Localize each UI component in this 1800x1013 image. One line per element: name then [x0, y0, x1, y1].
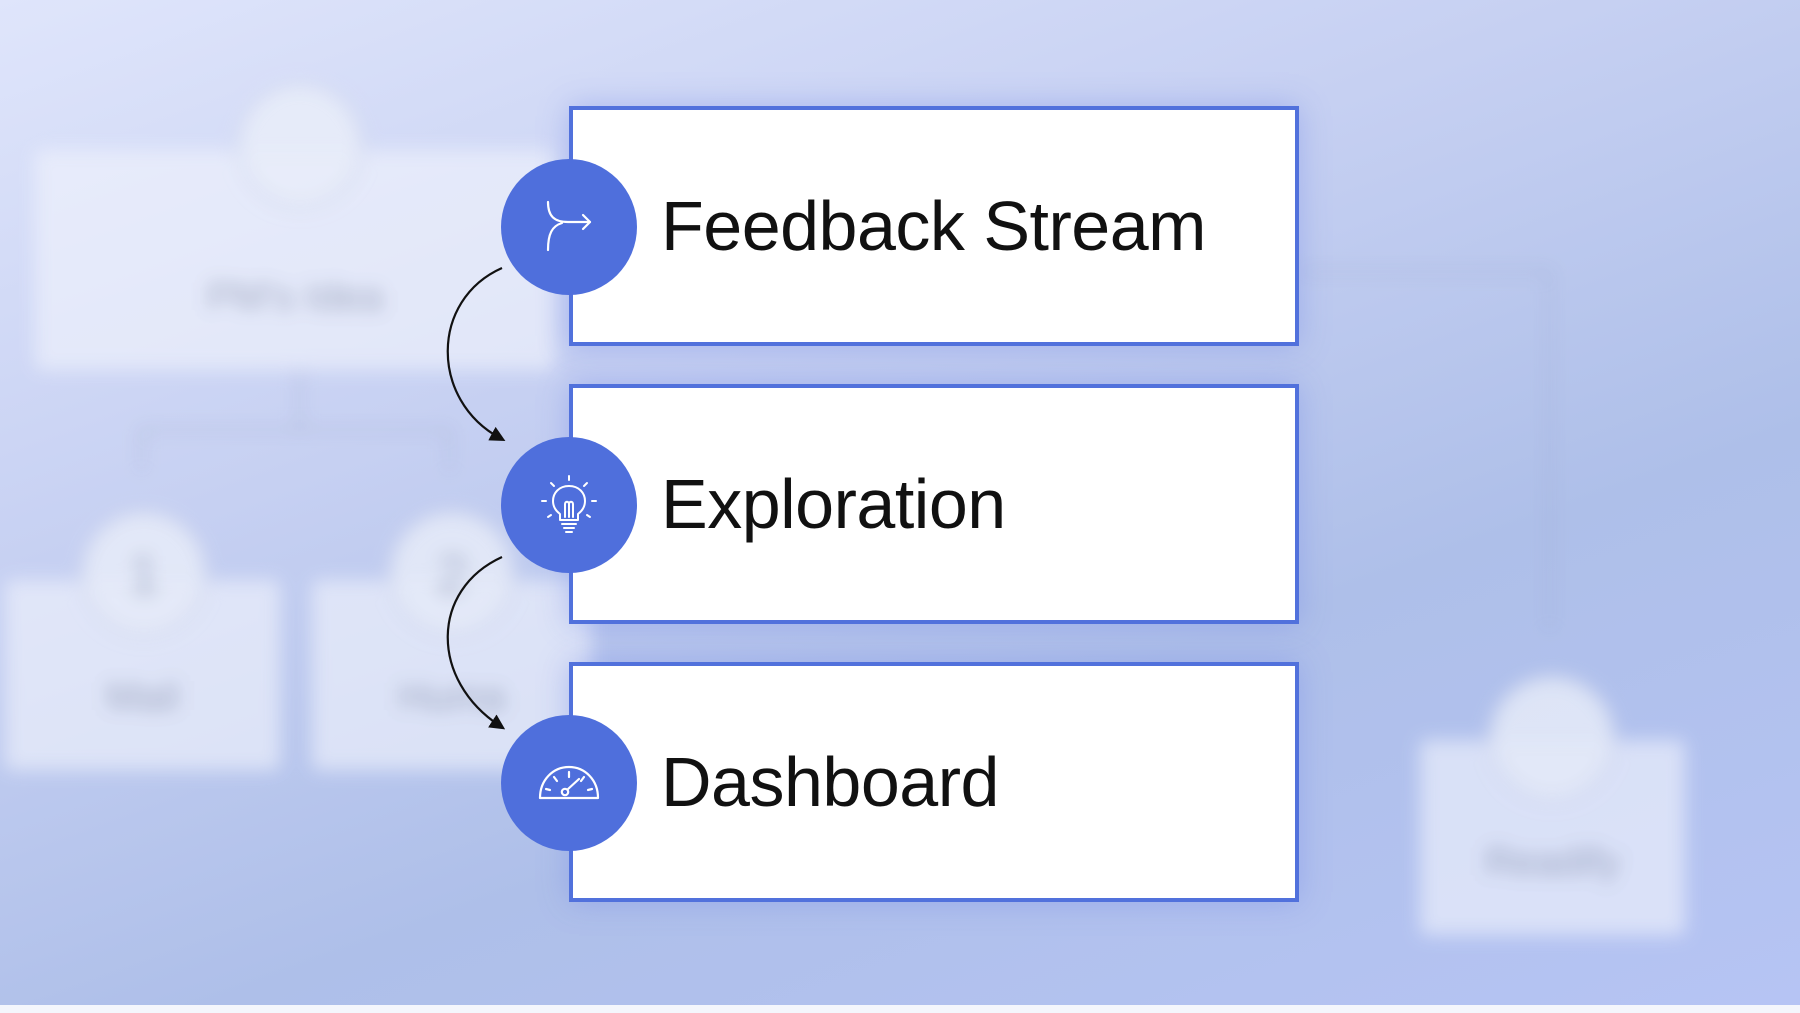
bg-circle-1-number: 1: [128, 542, 160, 606]
merge-arrow-icon: [501, 159, 637, 295]
bg-huma-label: Huma: [398, 675, 506, 719]
bottom-band: [0, 1005, 1800, 1013]
step-dashboard[interactable]: Dashboard: [569, 662, 1299, 902]
bg-readify-circle: [1488, 675, 1616, 803]
step-label: Exploration: [661, 465, 1006, 543]
bg-connector: [140, 428, 450, 431]
bg-circle-2-number: 2: [436, 542, 468, 606]
bg-idea-label: PM's Idea: [206, 275, 384, 319]
step-label: Feedback Stream: [661, 187, 1206, 265]
step-label: Dashboard: [661, 743, 999, 821]
bg-readify-label: Readify: [1484, 840, 1621, 884]
bg-connector: [448, 428, 451, 473]
step-exploration[interactable]: Exploration: [569, 384, 1299, 624]
bg-step-1-circle: 1: [80, 510, 208, 638]
lightbulb-icon: [501, 437, 637, 573]
bg-connector: [1548, 270, 1551, 630]
step-feedback-stream[interactable]: Feedback Stream: [569, 106, 1299, 346]
bg-connector: [298, 370, 301, 430]
bg-mail-label: Mail: [105, 675, 180, 719]
bg-connector: [140, 428, 143, 473]
bg-connector: [1300, 270, 1550, 273]
bg-idea-circle: [236, 82, 364, 210]
speedometer-icon: [501, 715, 637, 851]
bg-step-2-circle: 2: [388, 510, 516, 638]
